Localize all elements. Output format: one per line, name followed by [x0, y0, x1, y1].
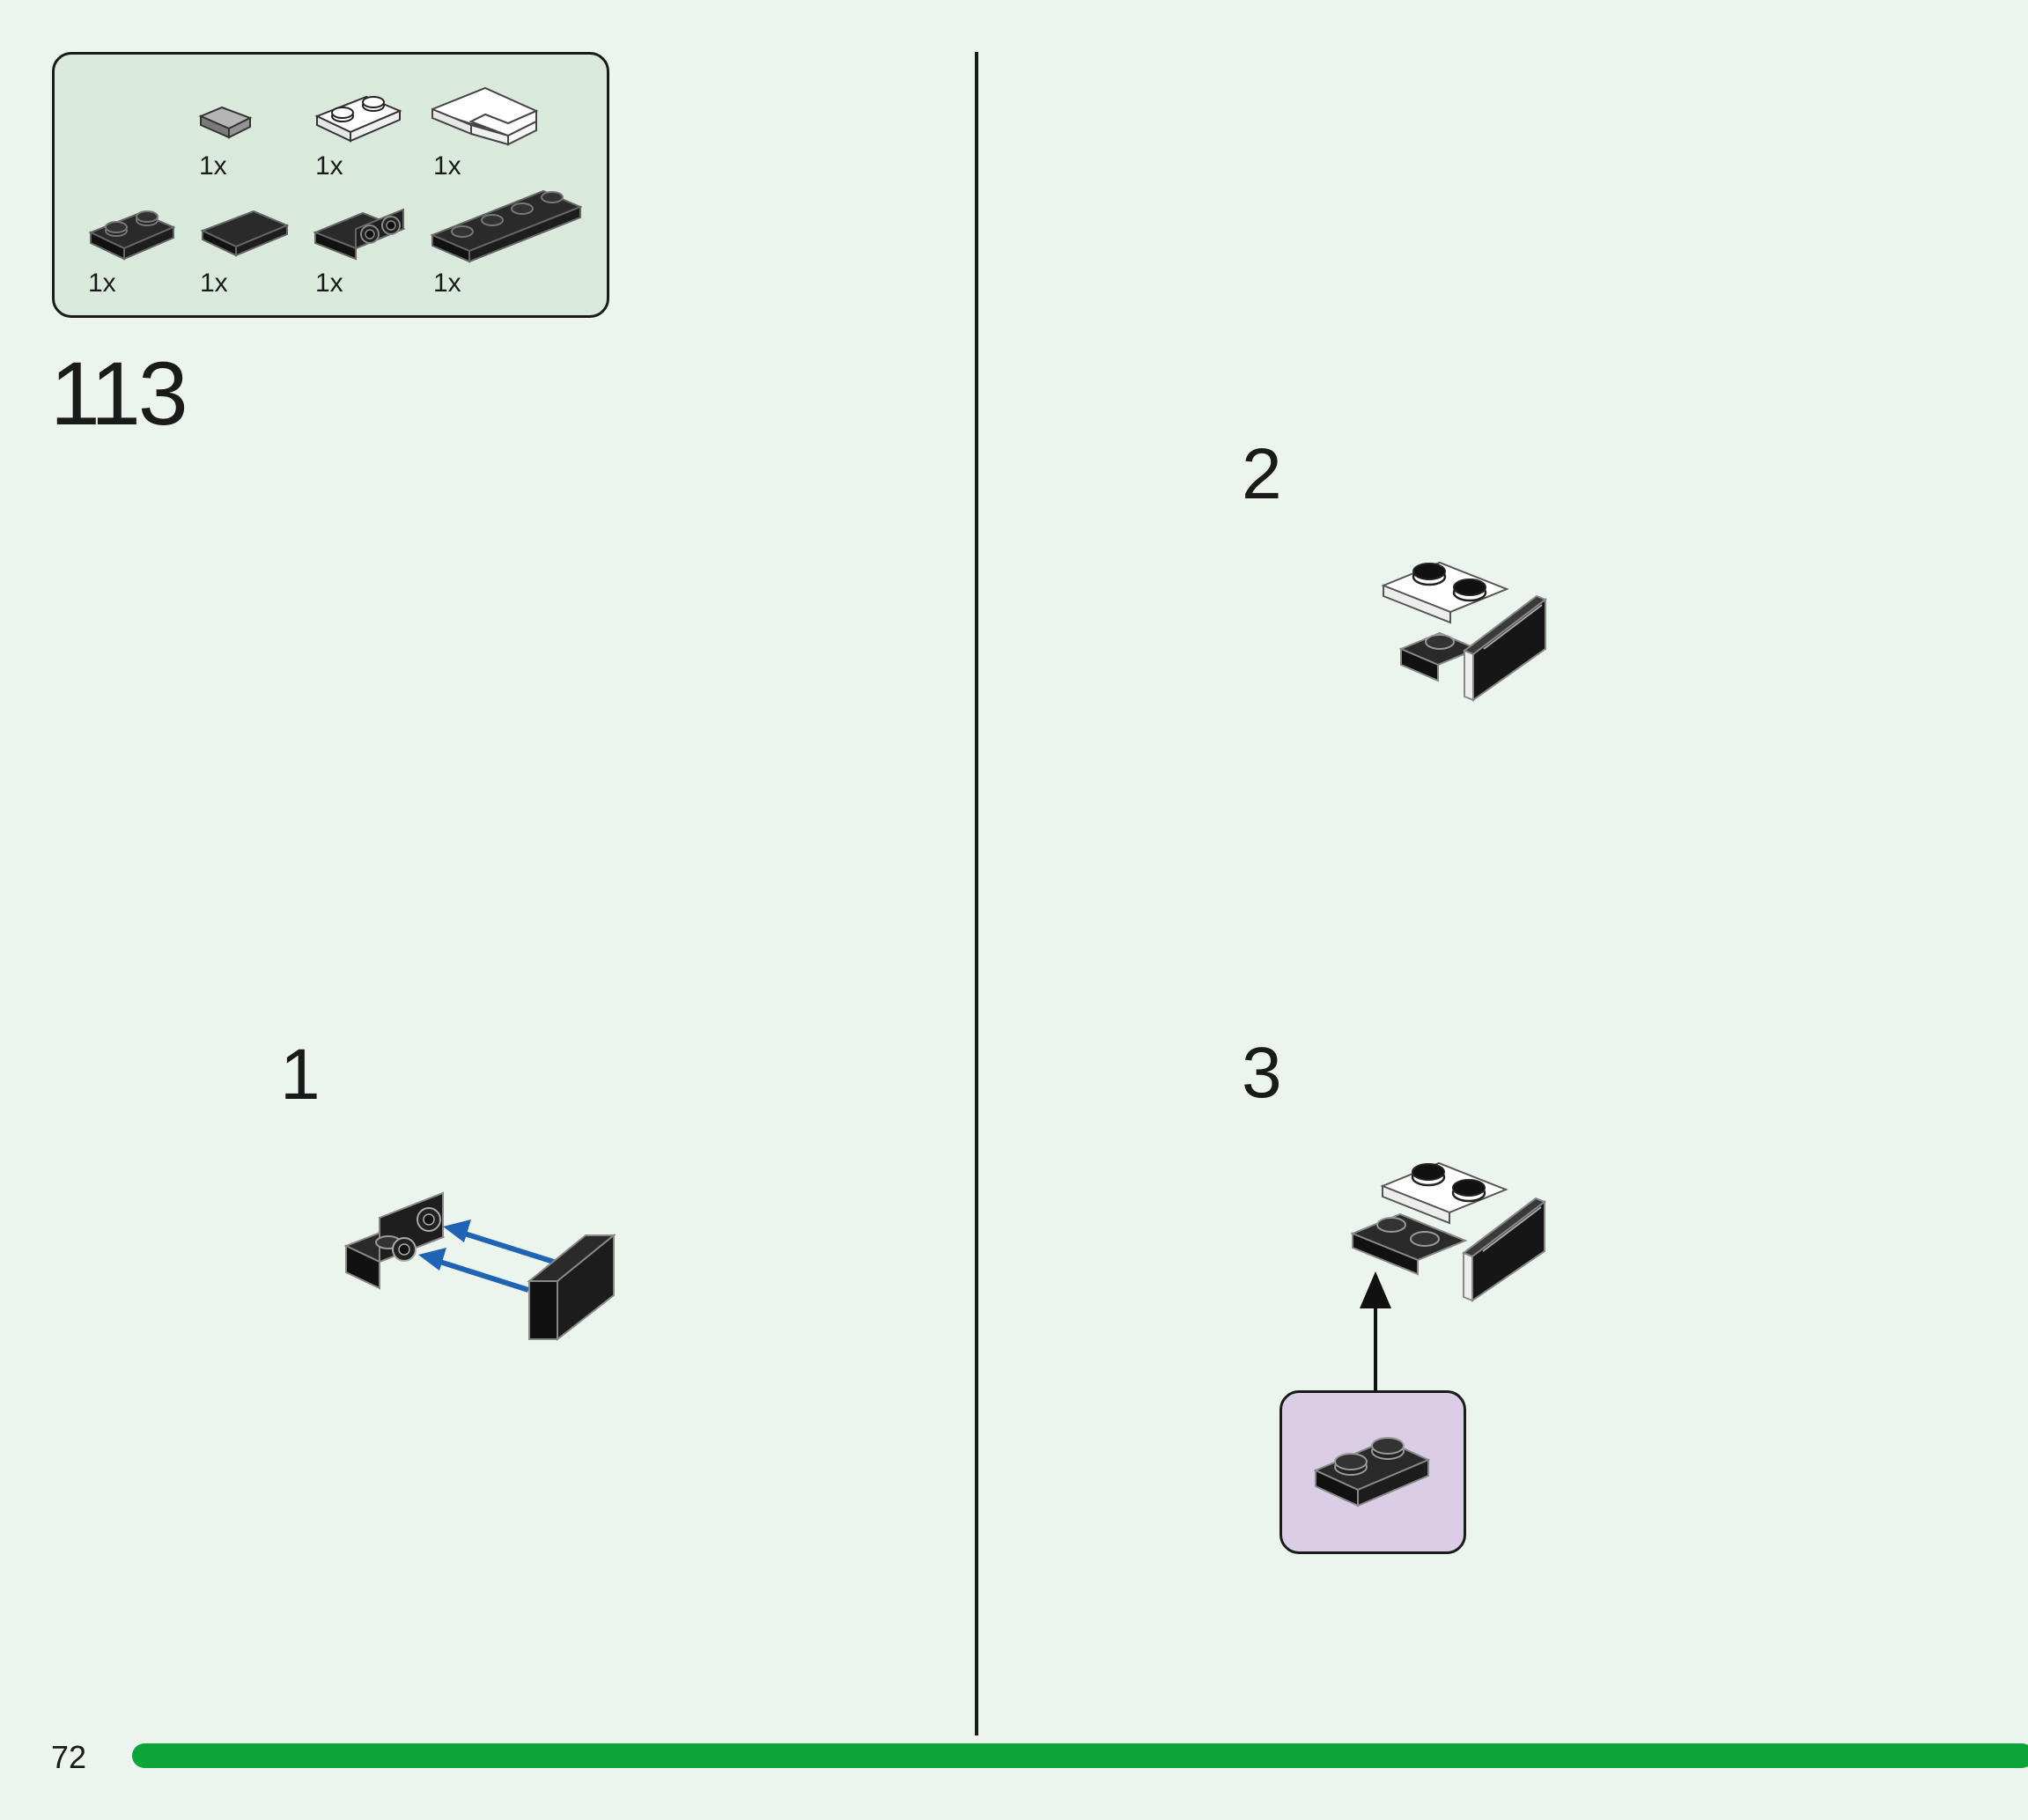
substep-1-illustration	[339, 1175, 621, 1356]
part-qty: 1x	[315, 269, 343, 298]
part-qty: 1x	[199, 151, 227, 181]
black-plate-1x4-icon	[429, 182, 587, 266]
black-tile-1x2-icon	[197, 204, 290, 262]
substep-number-1: 1	[280, 1035, 321, 1115]
page-divider	[975, 52, 978, 1735]
part-qty: 1x	[88, 269, 116, 298]
parts-list-box: 1x 1x 1x	[52, 52, 609, 318]
part-qty: 1x	[200, 269, 228, 298]
black-bracket-1x2-icon	[312, 197, 409, 263]
white-corner-plate-icon	[429, 81, 543, 151]
blue-arrow-icon	[418, 1219, 560, 1293]
substep-number-3: 3	[1242, 1033, 1282, 1113]
black-plate-1x2-icon	[1310, 1425, 1434, 1517]
progress-bar	[132, 1743, 2028, 1768]
arrow-up-icon	[1356, 1268, 1395, 1397]
substep-number-2: 2	[1242, 434, 1282, 514]
part-qty: 1x	[433, 151, 461, 181]
gray-tile-1x1-icon	[195, 100, 257, 144]
callout-box	[1279, 1390, 1466, 1554]
step-number: 113	[50, 343, 188, 444]
page-number: 72	[51, 1739, 87, 1775]
part-qty: 1x	[315, 151, 343, 181]
black-plate-1x2-icon	[85, 203, 178, 264]
substep-3-illustration	[1349, 1149, 1560, 1312]
part-qty: 1x	[433, 269, 461, 298]
white-plate-1x2-icon	[312, 86, 404, 148]
substep-2-illustration	[1378, 550, 1554, 713]
